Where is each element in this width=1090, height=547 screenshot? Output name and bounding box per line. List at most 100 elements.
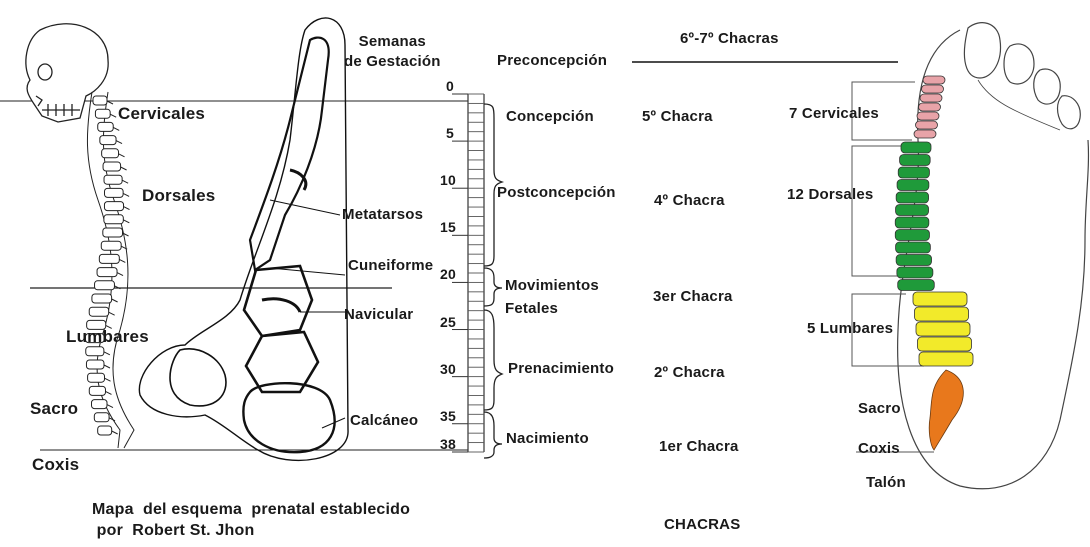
skeleton-vertebra bbox=[105, 188, 124, 197]
chakra-5: 5º Chacra bbox=[642, 108, 713, 125]
skeleton-vertebra bbox=[92, 294, 112, 303]
foot-vertebra bbox=[895, 230, 929, 241]
weeks-tick-label: 5 bbox=[446, 125, 454, 141]
skeleton-vertebra bbox=[104, 215, 123, 224]
skeleton-vertebra bbox=[89, 386, 105, 395]
label-cuneiforme: Cuneiforme bbox=[348, 257, 433, 274]
chakra-3: 3er Chacra bbox=[653, 288, 733, 305]
vertebra-process bbox=[107, 405, 113, 408]
foot-vertebra bbox=[897, 267, 933, 278]
label-calcaneo: Calcáneo bbox=[350, 412, 418, 429]
weeks-tick-label: 25 bbox=[440, 314, 456, 330]
foot-sacrum bbox=[929, 370, 963, 450]
foot-vertebra bbox=[919, 103, 941, 111]
foot-vertebra bbox=[918, 337, 972, 351]
skeleton-vertebra bbox=[95, 281, 115, 290]
foot-bones-illustration bbox=[139, 18, 348, 460]
foot-vertebra bbox=[901, 142, 931, 153]
label-dorsales: Dorsales bbox=[142, 186, 215, 206]
foot-vertebra bbox=[923, 76, 945, 84]
skeleton-vertebra bbox=[94, 413, 109, 422]
skeleton-vertebra bbox=[98, 122, 113, 131]
vertebra-process bbox=[122, 180, 128, 183]
foot-vertebra bbox=[915, 307, 969, 321]
weeks-tick-label: 38 bbox=[440, 436, 456, 452]
chakra-6-7: 6º-7º Chacras bbox=[680, 30, 779, 47]
skeleton-vertebra bbox=[92, 400, 107, 409]
foot-vertebra bbox=[919, 352, 973, 366]
label-cervicales: Cervicales bbox=[118, 104, 205, 124]
foot-vertebra bbox=[895, 217, 929, 228]
skeleton-vertebra bbox=[93, 96, 107, 105]
label-coxis: Coxis bbox=[32, 455, 79, 475]
stage-postconcepcion: Postconcepción bbox=[497, 184, 616, 201]
foot-vertebra bbox=[900, 155, 931, 166]
weeks-tick-label: 15 bbox=[440, 219, 456, 235]
stage-braces bbox=[484, 104, 502, 458]
weeks-tick-label: 30 bbox=[440, 361, 456, 377]
foot-label-cervicales: 7 Cervicales bbox=[789, 105, 879, 122]
foot-vertebra bbox=[898, 280, 935, 291]
vertebra-process bbox=[116, 141, 122, 144]
vertebra-process bbox=[112, 431, 118, 434]
skeleton-vertebra bbox=[101, 241, 121, 250]
skeleton-vertebra bbox=[99, 254, 119, 263]
foot-vertebra bbox=[898, 167, 929, 178]
weeks-tick-label: 20 bbox=[440, 266, 456, 282]
chakra-1: 1er Chacra bbox=[659, 438, 739, 455]
foot-vertebra bbox=[896, 205, 929, 216]
foot-vertebra bbox=[916, 322, 970, 336]
weeks-ruler bbox=[452, 94, 484, 452]
foot-vertebra bbox=[916, 121, 938, 129]
label-navicular: Navicular bbox=[344, 306, 413, 323]
foot-vertebra bbox=[913, 292, 967, 306]
weeks-tick-label: 10 bbox=[440, 172, 456, 188]
skeleton-vertebra bbox=[98, 426, 112, 435]
stage-preconcepcion: Preconcepción bbox=[497, 52, 607, 69]
vertebra-process bbox=[104, 378, 110, 381]
foot-label-dorsales: 12 Dorsales bbox=[787, 186, 873, 203]
vertebra-process bbox=[123, 193, 129, 196]
label-semanas-gestacion: Semanas de Gestación bbox=[344, 32, 441, 73]
foot-vertebra bbox=[896, 242, 931, 253]
skeleton-vertebra bbox=[89, 307, 108, 316]
label-lumbares: Lumbares bbox=[66, 327, 149, 347]
foot-vertebra bbox=[920, 94, 942, 102]
skeleton-vertebra bbox=[103, 162, 121, 171]
foot-label-lumbares: 5 Lumbares bbox=[807, 320, 893, 337]
vertebra-process bbox=[119, 154, 125, 157]
skeleton-vertebra bbox=[100, 136, 116, 145]
skeleton-vertebra bbox=[103, 228, 123, 237]
skeleton-vertebra bbox=[88, 373, 105, 382]
foot-vertebra bbox=[922, 85, 944, 93]
foot-label-coxis: Coxis bbox=[858, 440, 900, 457]
vertebra-process bbox=[104, 352, 110, 355]
stage-movimientos-fetales: Movimientos Fetales bbox=[505, 274, 599, 321]
vertebra-process bbox=[119, 259, 125, 262]
weeks-tick-label: 35 bbox=[440, 408, 456, 424]
caption: Mapa del esquema prenatal establecido po… bbox=[92, 500, 410, 542]
weeks-tick-label: 0 bbox=[446, 78, 454, 94]
foot-label-sacro: Sacro bbox=[858, 400, 901, 417]
foot-vertebra bbox=[914, 130, 936, 138]
foot-vertebra bbox=[896, 192, 928, 203]
foot-vertebra bbox=[896, 255, 931, 266]
chakra-4: 4º Chacra bbox=[654, 192, 725, 209]
skeleton-vertebra bbox=[104, 202, 123, 211]
skeleton-vertebra bbox=[95, 109, 110, 118]
foot-spine bbox=[895, 76, 973, 450]
vertebra-process bbox=[110, 114, 116, 117]
skeleton-vertebra bbox=[86, 360, 104, 369]
vertebra-process bbox=[124, 207, 130, 210]
skeleton-vertebra bbox=[102, 149, 119, 158]
label-sacro: Sacro bbox=[30, 399, 78, 419]
vertebra-process bbox=[113, 127, 119, 130]
foot-label-talon: Talón bbox=[866, 474, 906, 491]
foot-vertebra bbox=[897, 180, 929, 191]
stage-prenacimiento: Prenacimiento bbox=[508, 360, 614, 377]
vertebra-process bbox=[112, 299, 118, 302]
stage-concepcion: Concepción bbox=[506, 108, 594, 125]
skeleton-vertebra bbox=[97, 268, 117, 277]
vertebra-process bbox=[109, 312, 115, 315]
